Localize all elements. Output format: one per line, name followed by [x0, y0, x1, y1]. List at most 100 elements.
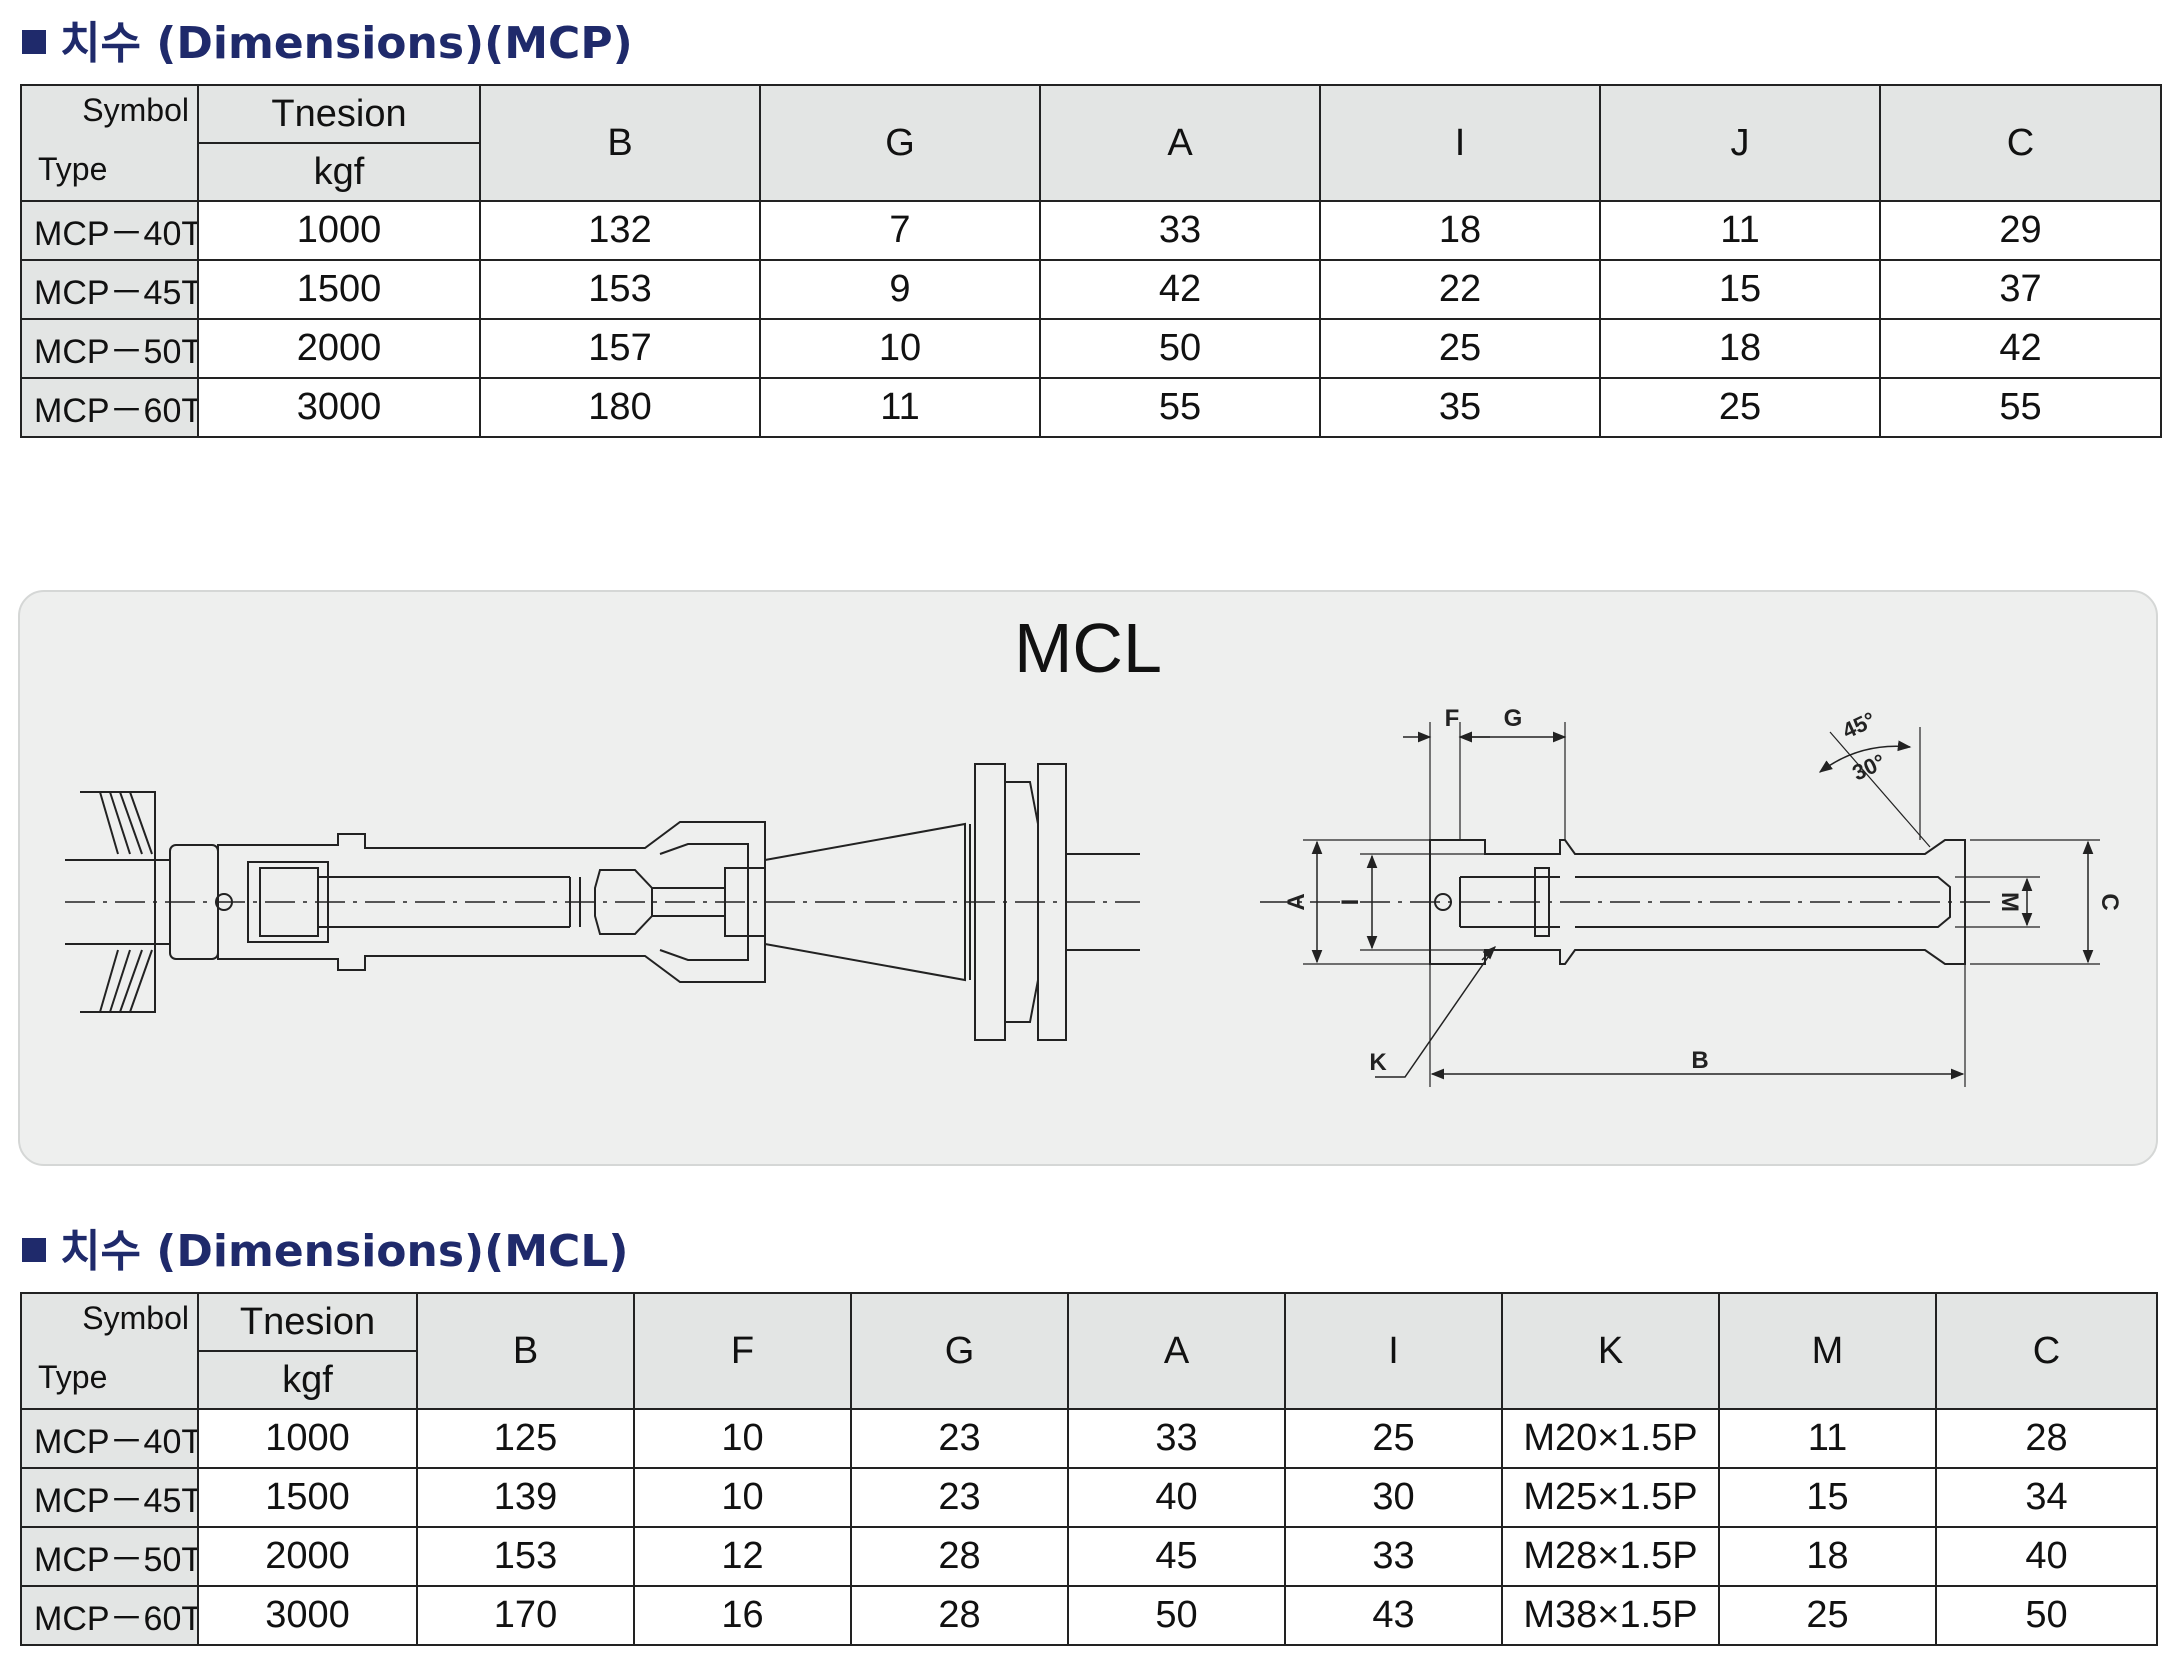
- label-angle-30: 30°: [1848, 749, 1889, 786]
- tension-cell: 3000: [197, 1585, 418, 1646]
- tension-header: Tnesion: [197, 1292, 418, 1352]
- table-row: MCP－45T 1500 153 9 42 22 15 37: [20, 259, 2162, 320]
- value-cell: 18: [1319, 200, 1601, 261]
- value-cell: 170: [416, 1585, 635, 1646]
- corner-type-label: Type: [38, 1359, 108, 1395]
- column-header: A: [1039, 84, 1321, 202]
- table-row: MCP－50T 2000 153 12 28 45 33 M28×1.5P 18…: [20, 1526, 2158, 1587]
- table-row: MCP－45T 1500 139 10 23 40 30 M25×1.5P 15…: [20, 1467, 2158, 1528]
- value-cell: 23: [850, 1467, 1069, 1528]
- value-cell: 132: [479, 200, 761, 261]
- value-cell: 33: [1067, 1408, 1286, 1469]
- value-cell: 40: [1067, 1467, 1286, 1528]
- column-header: A: [1067, 1292, 1286, 1410]
- tension-unit-header: kgf: [197, 142, 481, 202]
- column-header: I: [1284, 1292, 1503, 1410]
- mcl-diagram-panel: MCL: [18, 590, 2158, 1166]
- value-cell: 30: [1284, 1467, 1503, 1528]
- mcl-title-text: 치수 (Dimensions)(MCL): [60, 1226, 629, 1277]
- label-i: I: [1337, 899, 1364, 906]
- type-cell: MCP－50T: [20, 1526, 199, 1587]
- value-cell: 18: [1718, 1526, 1937, 1587]
- square-bullet-icon: [22, 1238, 46, 1262]
- value-cell: 180: [479, 377, 761, 438]
- value-cell: 25: [1718, 1585, 1937, 1646]
- value-cell: 33: [1284, 1526, 1503, 1587]
- table-row: MCP－40T 1000 132 7 33 18 11 29: [20, 200, 2162, 261]
- value-cell: 11: [1599, 200, 1881, 261]
- column-header: B: [416, 1292, 635, 1410]
- column-header: J: [1599, 84, 1881, 202]
- value-cell: 7: [759, 200, 1041, 261]
- value-cell: 42: [1879, 318, 2162, 379]
- value-cell: 28: [850, 1585, 1069, 1646]
- column-header: M: [1718, 1292, 1937, 1410]
- value-cell: 10: [759, 318, 1041, 379]
- value-cell: 50: [1067, 1585, 1286, 1646]
- value-cell: 50: [1935, 1585, 2158, 1646]
- value-cell: 43: [1284, 1585, 1503, 1646]
- column-header: C: [1879, 84, 2162, 202]
- value-cell: 153: [416, 1526, 635, 1587]
- value-cell: 35: [1319, 377, 1601, 438]
- square-bullet-icon: [22, 30, 46, 54]
- corner-symbol-label: Symbol: [82, 1300, 189, 1336]
- type-cell: MCP－50T: [20, 318, 199, 379]
- table-corner-header: Symbol Type: [20, 84, 199, 202]
- value-cell: 42: [1039, 259, 1321, 320]
- mcl-dimensions-table: Symbol Type Tnesion B F G A I K M C kgf …: [20, 1292, 2158, 1646]
- tension-cell: 1000: [197, 200, 481, 261]
- value-cell: 157: [479, 318, 761, 379]
- table-row: MCP－60T 3000 180 11 55 35 25 55: [20, 377, 2162, 438]
- value-cell: 22: [1319, 259, 1601, 320]
- mcp-dimensions-table: Symbol Type Tnesion B G A I J C kgf MCP－…: [20, 84, 2162, 438]
- tension-cell: 2000: [197, 318, 481, 379]
- mcl-technical-drawing: F G A I K B M C 45° 30°: [65, 705, 2123, 1087]
- value-cell: 33: [1039, 200, 1321, 261]
- value-cell: 16: [633, 1585, 852, 1646]
- value-cell: 55: [1039, 377, 1321, 438]
- corner-type-label: Type: [38, 151, 108, 187]
- mcp-section-title: 치수 (Dimensions)(MCP): [22, 14, 633, 74]
- assembly-drawing: [65, 763, 1140, 1041]
- value-cell: 18: [1599, 318, 1881, 379]
- value-cell: M25×1.5P: [1501, 1467, 1720, 1528]
- value-cell: 25: [1284, 1408, 1503, 1469]
- label-a: A: [1283, 893, 1310, 910]
- table-corner-header: Symbol Type: [20, 1292, 199, 1410]
- value-cell: 153: [479, 259, 761, 320]
- label-angle-45: 45°: [1838, 707, 1879, 744]
- part-drawing: [1260, 722, 2100, 1087]
- value-cell: 10: [633, 1467, 852, 1528]
- tension-cell: 1500: [197, 1467, 418, 1528]
- value-cell: M28×1.5P: [1501, 1526, 1720, 1587]
- corner-symbol-label: Symbol: [82, 92, 189, 128]
- value-cell: 9: [759, 259, 1041, 320]
- value-cell: 28: [850, 1526, 1069, 1587]
- value-cell: 15: [1599, 259, 1881, 320]
- value-cell: 25: [1599, 377, 1881, 438]
- type-cell: MCP－45T: [20, 259, 199, 320]
- value-cell: 11: [1718, 1408, 1937, 1469]
- value-cell: 29: [1879, 200, 2162, 261]
- tension-cell: 1500: [197, 259, 481, 320]
- mcl-section-title: 치수 (Dimensions)(MCL): [22, 1222, 628, 1282]
- label-c: C: [2096, 893, 2123, 910]
- tension-cell: 2000: [197, 1526, 418, 1587]
- value-cell: 34: [1935, 1467, 2158, 1528]
- table-row: MCP－40T 1000 125 10 23 33 25 M20×1.5P 11…: [20, 1408, 2158, 1469]
- value-cell: 23: [850, 1408, 1069, 1469]
- tension-unit-header: kgf: [197, 1350, 418, 1410]
- column-header: F: [633, 1292, 852, 1410]
- column-header: G: [850, 1292, 1069, 1410]
- table-row: MCP－60T 3000 170 16 28 50 43 M38×1.5P 25…: [20, 1585, 2158, 1646]
- diagram-title: MCL: [1014, 609, 1162, 687]
- value-cell: 125: [416, 1408, 635, 1469]
- type-cell: MCP－40T: [20, 1408, 199, 1469]
- value-cell: 40: [1935, 1526, 2158, 1587]
- column-header: G: [759, 84, 1041, 202]
- value-cell: 11: [759, 377, 1041, 438]
- value-cell: 50: [1039, 318, 1321, 379]
- column-header: C: [1935, 1292, 2158, 1410]
- label-b: B: [1691, 1047, 1708, 1074]
